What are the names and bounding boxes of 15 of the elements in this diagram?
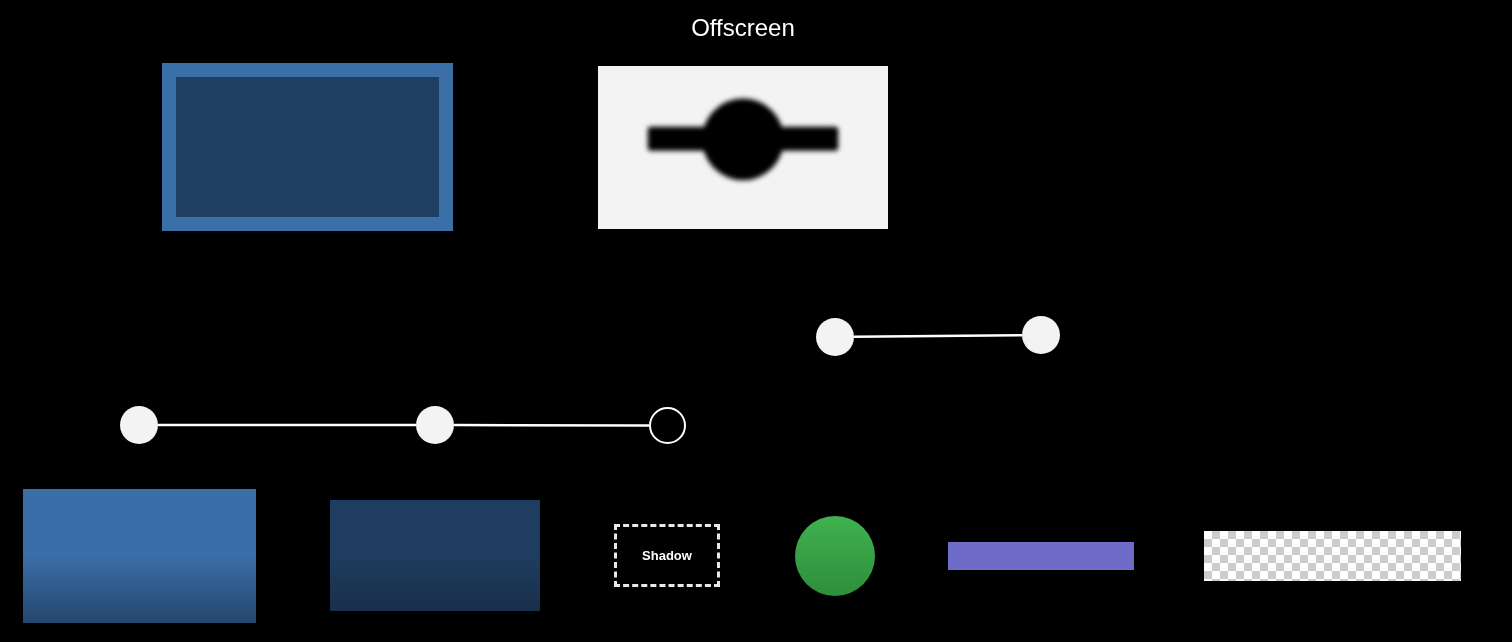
circle-node (816, 318, 854, 356)
heading-text: Offscreen (690, 14, 796, 42)
framed-rectangle (162, 63, 453, 231)
hollow-circle-node (649, 407, 686, 444)
circle-node (1022, 316, 1060, 354)
bar (948, 542, 1134, 570)
dashed-shadow-box: Shadow (614, 524, 720, 587)
connector-line (454, 423, 649, 427)
checkered-box (1204, 531, 1461, 581)
circle-node (416, 406, 454, 444)
connector-line (854, 333, 1022, 339)
gradient-rectangle (23, 489, 256, 623)
shaded-rectangle (330, 500, 540, 611)
circle-node (120, 406, 158, 444)
connector-line (158, 423, 416, 427)
